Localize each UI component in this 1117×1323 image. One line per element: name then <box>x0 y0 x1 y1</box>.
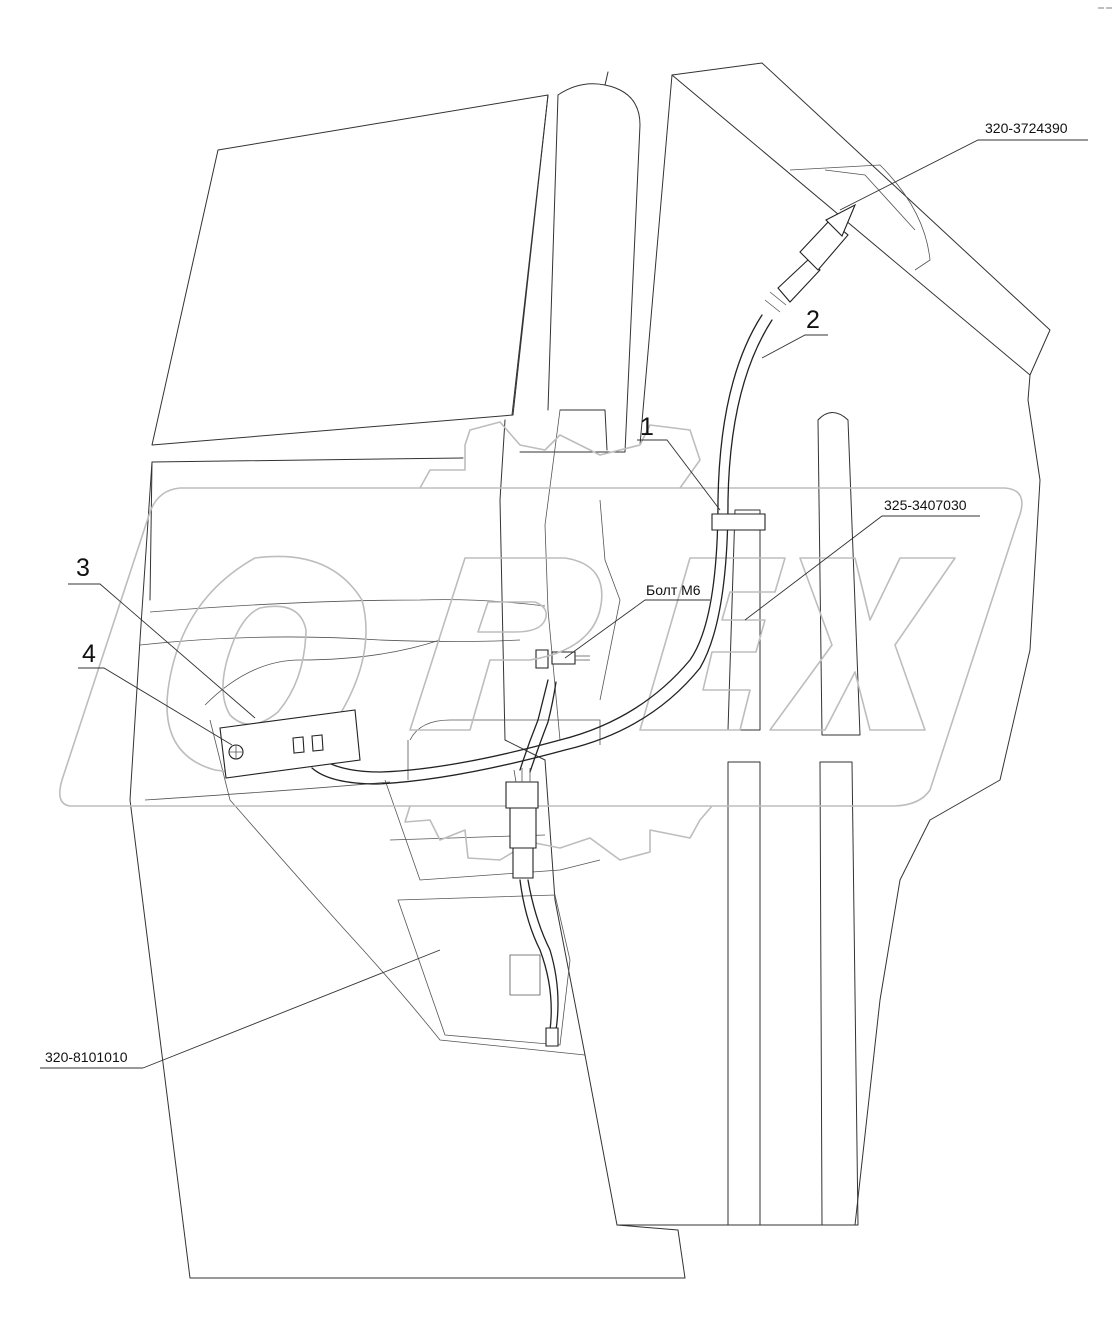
callout-3: 3 <box>76 554 90 582</box>
cable-clamp <box>711 513 766 531</box>
sensor-connector <box>777 257 821 303</box>
wiring-harness <box>219 203 857 1047</box>
label-panel: 320-8101010 <box>45 1049 128 1065</box>
callout-2: 2 <box>806 306 820 334</box>
watermark-logo <box>59 421 1023 861</box>
callout-4: 4 <box>82 640 96 668</box>
labels: 320-3724390 2 1 325-3407030 Болт М6 3 4 … <box>45 120 1068 1065</box>
label-pedal: 325-3407030 <box>884 497 967 513</box>
controller-box <box>219 709 361 779</box>
label-sensor: 320-3724390 <box>985 120 1068 136</box>
leader-lines <box>40 139 1088 1069</box>
callout-1: 1 <box>640 413 654 441</box>
label-bolt: Болт М6 <box>646 582 701 598</box>
cab-structure <box>129 62 1051 1279</box>
lower-connector <box>505 781 539 809</box>
